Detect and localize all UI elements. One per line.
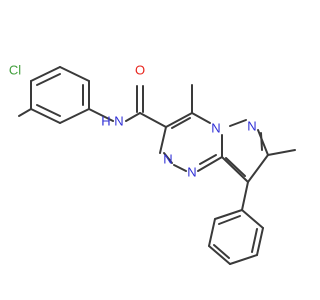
bond <box>197 156 223 172</box>
bond <box>18 108 32 117</box>
bond <box>159 126 167 154</box>
amide-hydrogen-label: H <box>101 114 110 129</box>
bond <box>256 227 264 256</box>
bond <box>30 66 61 82</box>
bond <box>241 209 264 229</box>
bond <box>214 209 243 220</box>
triazine-nitrogen-label: N <box>163 152 172 167</box>
bond <box>247 154 269 183</box>
bond <box>59 66 90 82</box>
bond <box>125 112 141 122</box>
bond <box>208 218 216 247</box>
bond <box>208 245 231 265</box>
triazine-nitrogen-label: N <box>187 165 196 180</box>
chemical-structure: Cl O N H N N N N <box>8 62 296 265</box>
bond <box>171 117 191 129</box>
bond <box>251 228 258 253</box>
atom-labels: Cl O N H N N N N <box>9 63 257 180</box>
bond <box>257 129 269 156</box>
bond <box>221 156 249 183</box>
amide-nitrogen-label: N <box>114 114 123 129</box>
pyrazole-nitrogen-label: N <box>247 119 256 134</box>
bond <box>36 73 61 86</box>
bond <box>191 112 211 124</box>
bonds <box>18 66 296 265</box>
bond <box>260 132 263 151</box>
bond <box>36 104 61 117</box>
bond <box>173 164 187 172</box>
bond <box>30 108 61 124</box>
bond <box>229 254 258 265</box>
bond <box>229 119 247 127</box>
oxygen-label: O <box>135 63 145 78</box>
bond <box>213 244 230 259</box>
bond <box>163 152 173 164</box>
bond <box>165 112 193 128</box>
bond <box>59 108 90 124</box>
bond <box>139 112 167 128</box>
bond <box>218 215 241 225</box>
bond <box>199 154 217 165</box>
bond <box>267 149 296 156</box>
bond <box>241 181 249 211</box>
chlorine-label: Cl <box>9 63 21 78</box>
bond <box>88 108 114 122</box>
bridgehead-nitrogen-label: N <box>211 121 220 136</box>
bond <box>225 157 246 177</box>
